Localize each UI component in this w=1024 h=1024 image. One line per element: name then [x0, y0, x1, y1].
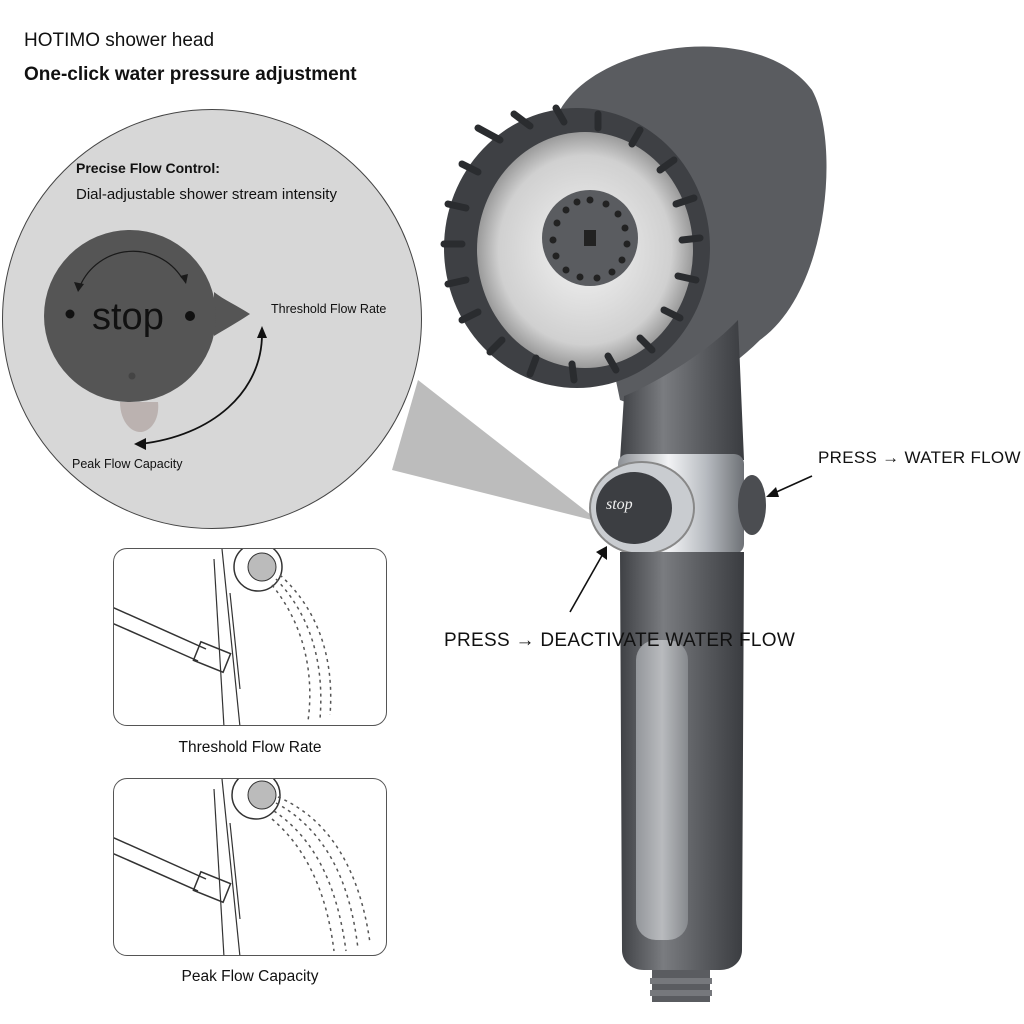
button-stop-label: stop — [606, 496, 633, 513]
press-on-arrow — [771, 475, 813, 495]
filter-window — [636, 640, 688, 940]
peak-flow-sketch — [114, 779, 371, 955]
headline: One-click water pressure adjustment — [24, 64, 357, 85]
threshold-flow-label: Threshold Flow Rate — [271, 302, 387, 316]
press-off-arrow — [569, 551, 605, 613]
peak-flow-caption: Peak Flow Capacity — [181, 968, 319, 985]
dial-stop-label: stop — [92, 296, 164, 338]
threshold-arc-arrow — [139, 333, 263, 445]
handle-neck — [620, 320, 744, 460]
callout-title: Precise Flow Control: — [76, 160, 220, 176]
stop-button — [589, 461, 695, 555]
peak-flow-panel — [113, 778, 387, 956]
press-water-flow-label: PRESS → WATER FLOW — [818, 448, 1021, 467]
threshold-flow-caption: Threshold Flow Rate — [178, 739, 322, 756]
press-deactivate-label: PRESS → DEACTIVATE WATER FLOW — [444, 630, 796, 651]
threshold-flow-sketch — [114, 549, 332, 725]
peak-flow-label: Peak Flow Capacity — [72, 457, 183, 471]
water-on-button — [738, 475, 766, 535]
callout-description: Dial-adjustable shower stream intensity — [76, 186, 337, 203]
stop-dial — [44, 230, 250, 432]
callout-wedge — [392, 380, 600, 522]
shower-head — [440, 46, 827, 406]
threshold-flow-panel — [113, 548, 387, 726]
hose-thread — [650, 970, 712, 1002]
brand-line: HOTIMO shower head — [24, 30, 215, 51]
